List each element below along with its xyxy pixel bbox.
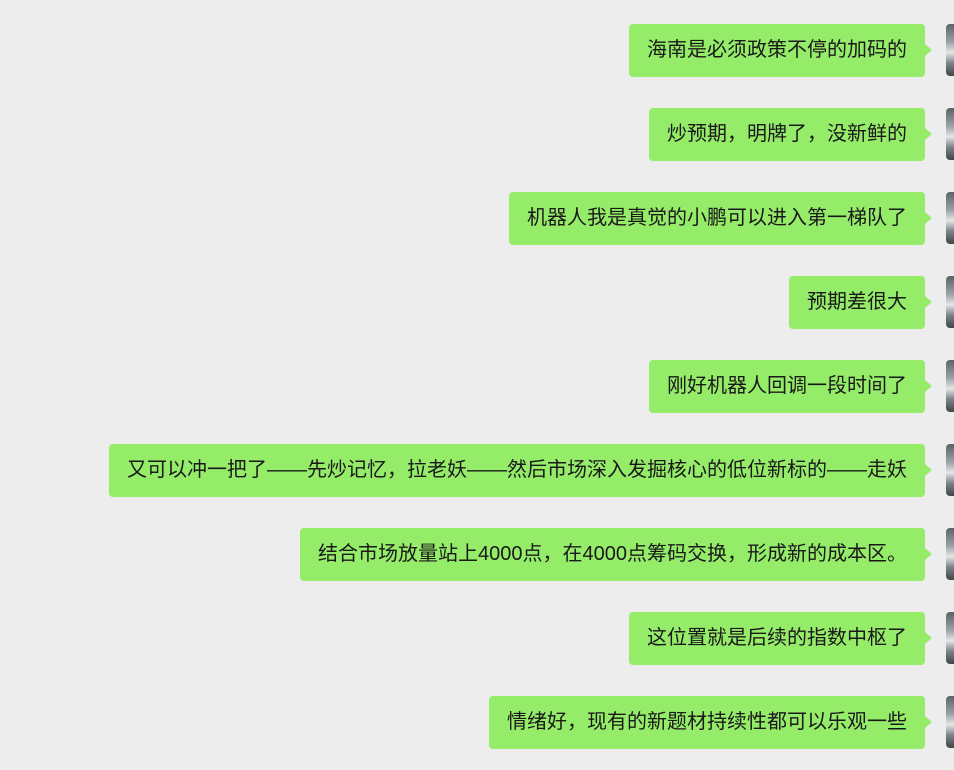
message-bubble[interactable]: 情绪好，现有的新题材持续性都可以乐观一些: [489, 696, 932, 749]
avatar[interactable]: [946, 108, 954, 160]
message-row: 机器人我是真觉的小鹏可以进入第一梯队了: [0, 192, 954, 246]
message-row: 海南是必须政策不停的加码的: [0, 24, 954, 78]
avatar[interactable]: [946, 612, 954, 664]
message-row: 预期差很大: [0, 276, 954, 330]
message-bubble[interactable]: 预期差很大: [789, 276, 932, 329]
avatar[interactable]: [946, 360, 954, 412]
avatar[interactable]: [946, 192, 954, 244]
message-bubble[interactable]: 结合市场放量站上4000点，在4000点筹码交换，形成新的成本区。: [300, 528, 932, 581]
message-bubble[interactable]: 刚好机器人回调一段时间了: [649, 360, 932, 413]
message-bubble[interactable]: 又可以冲一把了——先炒记忆，拉老妖——然后市场深入发掘核心的低位新标的——走妖: [109, 444, 932, 497]
message-row: 情绪好，现有的新题材持续性都可以乐观一些: [0, 696, 954, 750]
message-row: 刚好机器人回调一段时间了: [0, 360, 954, 414]
message-row: 炒预期，明牌了，没新鲜的: [0, 108, 954, 162]
avatar[interactable]: [946, 444, 954, 496]
avatar[interactable]: [946, 696, 954, 748]
message-row: 这位置就是后续的指数中枢了: [0, 612, 954, 666]
message-row: 又可以冲一把了——先炒记忆，拉老妖——然后市场深入发掘核心的低位新标的——走妖: [0, 444, 954, 498]
avatar[interactable]: [946, 24, 954, 76]
message-bubble[interactable]: 海南是必须政策不停的加码的: [629, 24, 932, 77]
avatar[interactable]: [946, 276, 954, 328]
message-row: 结合市场放量站上4000点，在4000点筹码交换，形成新的成本区。: [0, 528, 954, 582]
message-bubble[interactable]: 炒预期，明牌了，没新鲜的: [649, 108, 932, 161]
message-bubble[interactable]: 这位置就是后续的指数中枢了: [629, 612, 932, 665]
avatar[interactable]: [946, 528, 954, 580]
message-bubble[interactable]: 机器人我是真觉的小鹏可以进入第一梯队了: [509, 192, 932, 245]
